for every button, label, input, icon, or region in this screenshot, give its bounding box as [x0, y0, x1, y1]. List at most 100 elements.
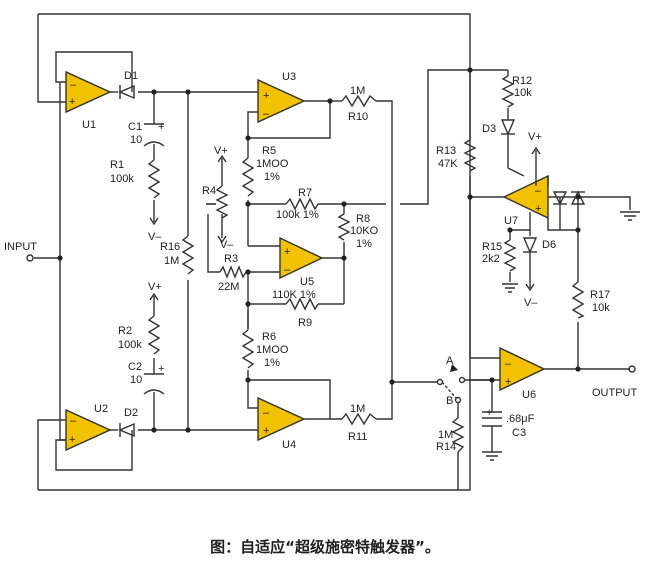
r9-symbol	[285, 297, 319, 311]
r8-value: 10KO	[350, 225, 379, 237]
r7-symbol	[285, 197, 319, 211]
svg-text:+: +	[69, 434, 75, 446]
r14-symbol	[451, 417, 465, 453]
c2-value: 10	[130, 374, 142, 386]
r4-symbol	[215, 185, 229, 219]
u1-label: U1	[82, 119, 96, 131]
d3-symbol	[500, 119, 516, 136]
svg-text:+: +	[69, 96, 75, 108]
svg-text:+: +	[284, 246, 290, 258]
c3-value: .68μF	[506, 413, 535, 425]
figure-caption: 图：自适应“超级施密特触发器”。	[210, 538, 440, 556]
r13-symbol	[463, 139, 477, 172]
u5-label: U5	[300, 276, 314, 288]
u4-label: U4	[282, 439, 296, 451]
r14-name: R14	[436, 441, 456, 453]
d2-label: D2	[124, 407, 138, 419]
r6-name: R6	[262, 331, 276, 343]
r15-value: 2k2	[482, 253, 500, 265]
svg-text:+: +	[263, 90, 269, 102]
switch-b-label: B	[446, 395, 453, 407]
r3-value: 22M	[218, 281, 239, 293]
r5-tol: 1%	[264, 171, 280, 183]
r10-symbol	[341, 94, 377, 108]
r9-name: R9	[298, 317, 312, 329]
c1-name: C1	[128, 121, 142, 133]
r15-symbol	[503, 239, 517, 272]
r5-symbol	[241, 157, 255, 197]
svg-text:+: +	[486, 407, 492, 419]
r4-vminus: V–	[220, 239, 234, 251]
r16-value: 1M	[164, 255, 179, 267]
svg-text:–: –	[70, 415, 77, 427]
c3-name: C3	[512, 427, 526, 439]
u7-clamp-diodes	[552, 190, 586, 206]
c2-name: C2	[128, 361, 142, 373]
svg-text:+: +	[158, 363, 164, 375]
svg-text:–: –	[284, 264, 291, 276]
r3-name: R3	[224, 253, 238, 265]
u7-vplus: V+	[528, 131, 542, 143]
r6-tol: 1%	[264, 357, 280, 369]
r10-name: R10	[348, 111, 368, 123]
svg-text:–: –	[263, 108, 270, 120]
d1-symbol	[118, 84, 135, 100]
r2-symbol	[147, 315, 161, 355]
u7-label: U7	[504, 215, 518, 227]
wires	[34, 13, 631, 491]
r13-value: 47K	[438, 158, 458, 170]
r11-value: 1M	[350, 403, 365, 415]
opamp-u3: + – U3	[257, 71, 306, 124]
output-terminal	[628, 365, 636, 373]
r4-name: R4	[202, 185, 216, 197]
r16-symbol	[181, 235, 195, 275]
u2-label: U2	[94, 403, 108, 415]
r2-value: 100k	[118, 339, 142, 351]
r11-symbol	[341, 412, 377, 426]
r1-symbol	[147, 159, 161, 199]
svg-text:–: –	[505, 358, 512, 370]
r6-symbol	[241, 329, 255, 369]
opamp-u7: – + U7	[502, 174, 549, 227]
r12-value: 10k	[514, 87, 532, 99]
switch	[436, 364, 466, 404]
switch-a-label: A	[446, 355, 454, 367]
r14-value: 1M	[438, 429, 453, 441]
r5-value: 1MOO	[256, 158, 289, 170]
d1-label: D1	[124, 70, 138, 82]
r15-name: R15	[482, 241, 502, 253]
supply-arrows	[149, 146, 541, 301]
r2-vplus: V+	[148, 281, 162, 293]
input-terminal	[26, 254, 34, 262]
d6-symbol	[522, 237, 538, 254]
r16-name: R16	[160, 241, 180, 253]
r7-name: R7	[298, 187, 312, 199]
r13-name: R13	[436, 145, 456, 157]
d6-label: D6	[542, 239, 556, 251]
schematic-diagram: – + U1 – + U2 + – U3 – + U4 + – U5 – + U…	[4, 13, 640, 491]
r8-tol: 1%	[356, 238, 372, 250]
svg-text:–: –	[535, 185, 542, 197]
output-label: OUTPUT	[592, 387, 638, 399]
d2-symbol	[118, 422, 135, 438]
r12-symbol	[501, 75, 515, 108]
opamp-u4: – + U4	[257, 396, 306, 451]
r17-name: R17	[590, 289, 610, 301]
r17-value: 10k	[592, 302, 610, 314]
svg-text:+: +	[263, 425, 269, 437]
c1-value: 10	[130, 134, 142, 146]
r8-symbol	[337, 213, 351, 241]
u3-label: U3	[282, 71, 296, 83]
r8-name: R8	[356, 213, 370, 225]
r5-name: R5	[262, 145, 276, 157]
r11-name: R11	[348, 431, 367, 443]
u7-vminus: V–	[524, 297, 538, 309]
r2-name: R2	[118, 325, 132, 337]
r3-symbol	[219, 265, 247, 279]
u6-label: U6	[522, 389, 536, 401]
svg-text:–: –	[263, 407, 270, 419]
r17-symbol	[571, 281, 585, 319]
opamp-u1: – + U1	[65, 70, 112, 131]
r1-name: R1	[110, 159, 124, 171]
opamp-u6: – + U6	[499, 346, 546, 401]
